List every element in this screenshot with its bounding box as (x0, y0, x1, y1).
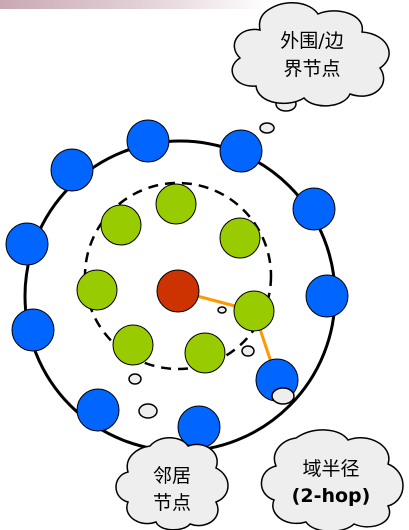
neighbor-node-callout: 邻居 节点 (115, 437, 229, 530)
boundary-node (305, 274, 349, 318)
neighbor-node (219, 217, 261, 259)
boundary-node (219, 129, 263, 173)
thought-bubble (217, 306, 227, 314)
boundary-node-callout: 外围/边 界节点 (231, 2, 390, 107)
thought-bubble (241, 345, 255, 357)
callout-text: 域半径 (302, 458, 359, 480)
thought-bubble (128, 373, 142, 385)
callout-text: (2-hop) (292, 485, 371, 507)
slide-header-gradient-bar (0, 0, 270, 9)
callout-text: 邻居 (153, 465, 191, 487)
center-node (156, 269, 200, 313)
neighbor-node (112, 324, 154, 366)
boundary-node (5, 222, 49, 266)
cloud-shape (260, 429, 404, 530)
boundary-node (11, 308, 55, 352)
cloud-shape (231, 2, 390, 107)
boundary-node (292, 187, 336, 231)
callout-text: 外围/边 (280, 30, 343, 52)
neighbor-node (100, 204, 142, 246)
callout-text: 节点 (153, 492, 191, 514)
neighbor-node (233, 290, 275, 332)
boundary-node (126, 119, 170, 163)
thought-bubble (138, 403, 158, 419)
callout-text: 界节点 (283, 58, 340, 80)
thought-bubble (259, 122, 275, 134)
cloud-shape (115, 437, 229, 530)
boundary-node (50, 148, 94, 192)
boundary-nodes (5, 119, 349, 449)
boundary-node (76, 388, 120, 432)
neighbor-node (155, 183, 197, 225)
zone-radius-callout: 域半径 (2-hop) (260, 429, 404, 530)
neighbor-nodes (76, 183, 275, 374)
thought-bubble (271, 387, 295, 405)
neighbor-node (184, 332, 226, 374)
neighbor-node (76, 269, 118, 311)
